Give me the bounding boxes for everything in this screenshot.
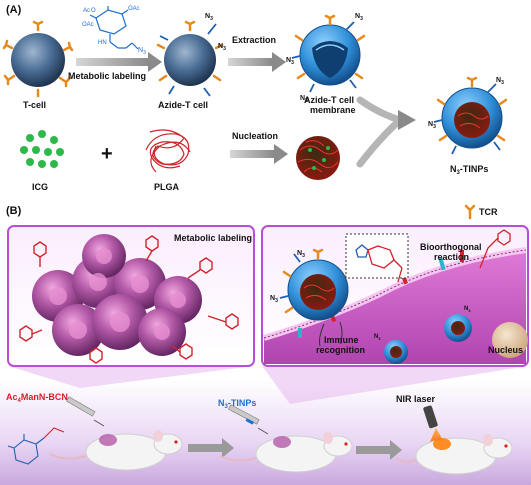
n3-label-4: N3 [286, 57, 294, 66]
n3-label-2: N3 [218, 43, 226, 52]
extraction-label: Extraction [232, 35, 276, 45]
bcn-ring-right [479, 229, 511, 269]
arrow-mouse-1-2 [188, 438, 234, 458]
n3-tinps-injection-label: N3-TINPs [218, 398, 256, 410]
syringe-icon-2 [228, 404, 269, 435]
immune-recognition-arrows [319, 321, 343, 347]
mouse-icon-3 [395, 434, 513, 475]
internalized-tinps [384, 314, 472, 364]
bioorthogonal-label-line1: Bioorthogonal [420, 242, 482, 252]
bioorthogonal-label-line2: reaction [434, 252, 469, 262]
immune-label-line1: Immune [324, 335, 359, 345]
n3-label-b4: N3 [464, 306, 471, 313]
triazole-bcn-structure [355, 244, 403, 283]
arrow-metabolic-labeling [76, 52, 162, 72]
metabolic-labeling-panel-label: Metabolic labeling [174, 233, 252, 243]
n3-label-3: N3 [355, 13, 363, 22]
arrow-nucleation [230, 144, 288, 164]
arrow-merge [356, 96, 404, 168]
plus-sign: + [101, 143, 113, 165]
tcr-label: TCR [479, 207, 498, 217]
n3-label-b2: N3 [270, 295, 278, 304]
t-cell-label: T-cell [23, 100, 46, 110]
n3-label-b1: N3 [297, 250, 305, 259]
t-cell-icon [2, 20, 74, 98]
bcn-ring-icons [19, 235, 239, 364]
arrow-merge-head [398, 110, 416, 130]
n3-label-b3: N3 [374, 334, 381, 341]
panel-a-tag: (A) [6, 4, 22, 16]
arrow-mouse-2-3 [356, 440, 402, 460]
metabolic-labeling-label: Metabolic labeling [68, 71, 146, 81]
azide-t-cell-membrane-icon [291, 14, 366, 93]
immune-label-line2: recognition [316, 345, 365, 355]
panel-b: (B) TCR Metabolic labeling [0, 204, 531, 485]
sugar-o: O [91, 8, 96, 14]
click-chemistry-inset [345, 233, 409, 279]
docked-tinp-icon [279, 248, 354, 321]
n3-label-7: N3 [428, 121, 436, 130]
panel-a: (A) T-cell Ac O OAc OAc HN N3 [2, 4, 508, 192]
nucleus-label: Nucleus [488, 345, 523, 355]
nucleation-label: Nucleation [232, 131, 278, 141]
sugar-ac: Ac [83, 8, 90, 14]
plga-label: PLGA [154, 182, 180, 192]
azide-t-cell-icon [156, 20, 224, 97]
sugar-hn: HN [98, 40, 107, 46]
membrane-label-line1: Azide-T cell [304, 95, 354, 105]
membrane-label-line2: membrane [310, 105, 356, 115]
icg-label: ICG [32, 182, 48, 192]
mouse-icon-2 [219, 432, 353, 473]
azide-sugar-structure [89, 6, 139, 50]
nir-laser-label: NIR laser [396, 394, 436, 404]
azide-t-cell-label: Azide-T cell [158, 100, 208, 110]
arrow-extraction [228, 52, 286, 72]
sugar-n3: N3 [138, 47, 146, 56]
panel-b-tag: (B) [6, 205, 22, 217]
sugar-oac-1: OAc [128, 6, 140, 12]
n3-label-6: N3 [496, 77, 504, 86]
sugar-oac-2: OAc [82, 22, 94, 28]
projection-cone-left [8, 366, 254, 388]
projection-cone-right [262, 366, 528, 404]
n3-label-1: N3 [205, 13, 213, 22]
n3-tinps-icon [433, 76, 508, 155]
mouse-icon-1 [49, 430, 183, 471]
ac4mann-bcn-label: Ac4ManN-BCN [6, 392, 68, 404]
icg-dots [20, 130, 64, 168]
nanoparticle-core-icon [296, 136, 340, 180]
plga-tangle-icon [145, 129, 191, 173]
tcr-legend: TCR [464, 204, 498, 220]
ac4mann-bcn-structure [7, 427, 65, 465]
purple-cell-cluster [32, 234, 202, 356]
syringe-icon-1 [66, 396, 105, 427]
n3-tinps-label: N3-TINPs [450, 164, 488, 176]
n3-label-5: N3 [300, 95, 308, 104]
nucleus-icon [492, 322, 528, 358]
